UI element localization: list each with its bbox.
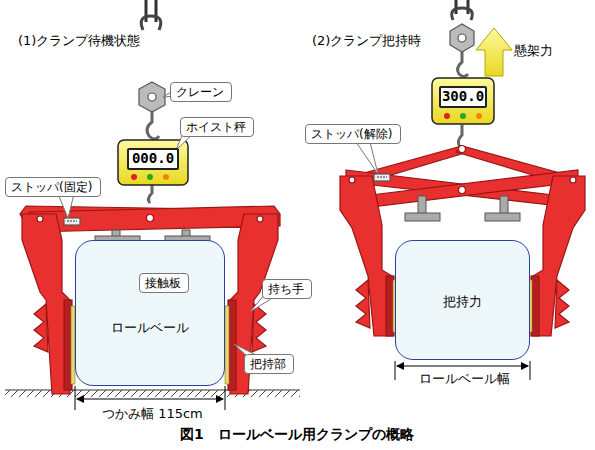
- contact-plate-right: [405, 196, 520, 221]
- dimension-label: ロールベール幅: [417, 370, 512, 388]
- crane-callout: クレーン: [170, 82, 232, 102]
- node-text: ストッパ(解除): [311, 127, 392, 141]
- node-text: 持ち手: [268, 282, 304, 296]
- crane-hook-right: [450, 0, 474, 147]
- node-text: 把持部: [250, 357, 286, 371]
- node-text: 把持力: [396, 293, 529, 311]
- scale-display: 000.0: [127, 148, 179, 170]
- roll-bale: ロールベール 接触板: [75, 240, 225, 386]
- handle-callout: 持ち手: [262, 279, 312, 299]
- scale-display: 300.0: [439, 86, 487, 108]
- roll-bale: 把持力: [395, 240, 530, 360]
- suspension-arrow: [476, 28, 512, 76]
- node-text: 000.0: [129, 150, 177, 166]
- node-text: クレーン: [176, 85, 224, 99]
- dimension-label: つかみ幅 115cm: [100, 405, 205, 423]
- stopper-callout: ストッパ(固定): [5, 177, 101, 197]
- node-text: 接触板: [145, 276, 181, 290]
- scale-callout: ホイスト秤: [180, 117, 254, 137]
- state-heading: (2)クランプ把持時: [312, 32, 421, 50]
- stopper-callout: ストッパ(解除): [305, 124, 401, 144]
- gripper-callout: 把持部: [244, 354, 294, 374]
- figure-caption: 図1 ロールベール用クランプの概略: [180, 426, 414, 444]
- node-text: 300.0: [441, 88, 485, 104]
- hoist-scale-right: [432, 78, 494, 124]
- node-text: ホイスト秤: [186, 120, 246, 134]
- state-heading: (1)クランプ待機状態: [18, 32, 140, 50]
- node-text: ロールベール: [76, 319, 224, 337]
- clamp-standby: [20, 206, 280, 394]
- contact-plate-callout: 接触板: [139, 273, 189, 293]
- node-text: ストッパ(固定): [11, 180, 92, 194]
- ground: [5, 390, 300, 397]
- force-label: 懸架力: [514, 42, 553, 60]
